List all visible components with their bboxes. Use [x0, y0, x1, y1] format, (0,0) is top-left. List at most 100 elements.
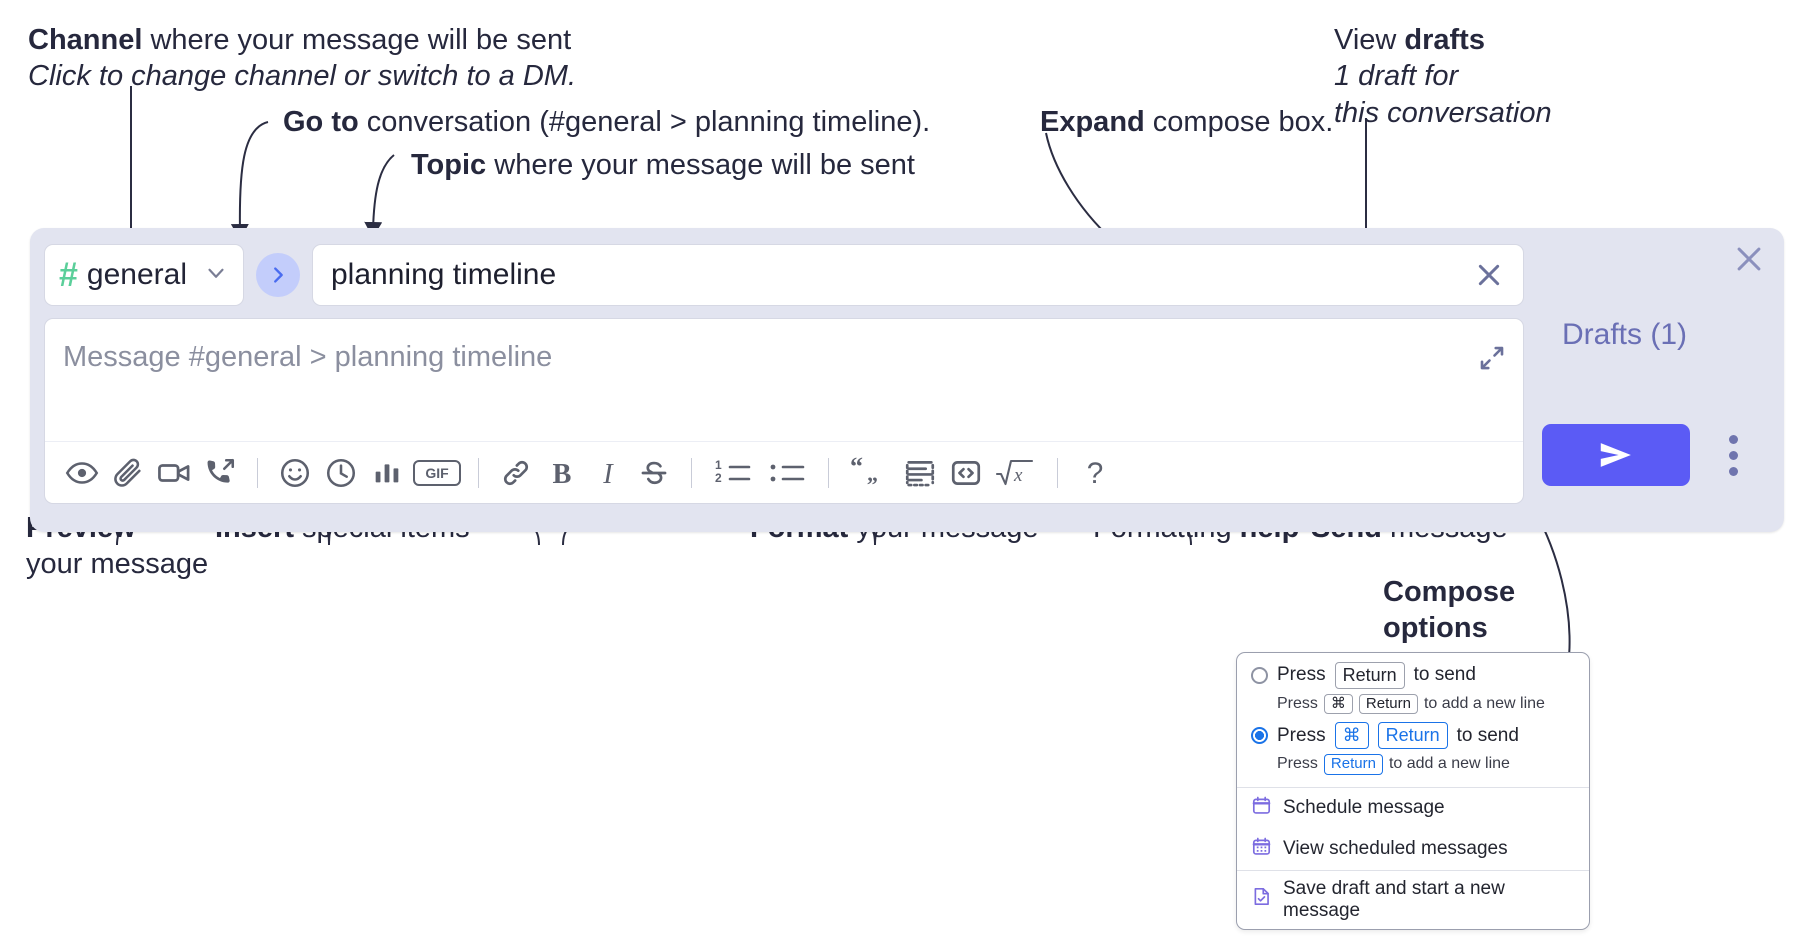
- menu-option1-press: Press: [1277, 664, 1326, 686]
- annotation-expand-rest: compose box.: [1144, 106, 1334, 138]
- menu-divider: [1237, 869, 1589, 871]
- menu-item-save-draft[interactable]: Save draft and start a new message: [1237, 871, 1589, 929]
- ordered-list-icon[interactable]: 1 2: [706, 450, 760, 496]
- annotation-compose-options-bold2: options: [1383, 612, 1488, 645]
- kebab-dot: [1728, 450, 1738, 460]
- message-placeholder: Message #general > planning timeline: [63, 341, 553, 373]
- radio-unselected[interactable]: [1251, 666, 1268, 684]
- menu-option2-subtext: Press Return to add a new line: [1277, 753, 1575, 775]
- draft-check-icon: [1251, 886, 1272, 913]
- bulleted-list-icon[interactable]: [760, 450, 814, 496]
- menu-option2-press: Press: [1277, 724, 1326, 746]
- topic-field[interactable]: planning timeline: [312, 244, 1524, 306]
- annotation-compose-options-bold1: Compose: [1383, 576, 1516, 608]
- toolbar-divider: [257, 457, 258, 488]
- svg-text:I: I: [602, 458, 614, 489]
- send-icon: [1600, 443, 1631, 467]
- channel-name: general: [86, 258, 187, 291]
- annotation-channel: Channel where your message will be sent …: [28, 24, 576, 93]
- clear-topic-icon[interactable]: [1469, 255, 1509, 295]
- menu-option2-sub-press: Press: [1277, 755, 1318, 773]
- annotation-topic-bold: Topic: [411, 149, 487, 181]
- compose-options-button[interactable]: [1716, 428, 1750, 482]
- gif-icon[interactable]: GIF: [410, 450, 464, 496]
- strikethrough-icon[interactable]: [631, 450, 677, 496]
- chevron-right-icon: [274, 267, 283, 283]
- annotation-channel-rest: where your message will be sent: [142, 24, 572, 56]
- bold-icon[interactable]: B: [539, 450, 585, 496]
- compose-options-menu: Press Return to send Press ⌘ Return to a…: [1236, 652, 1590, 930]
- blockquote-icon[interactable]: “ „: [843, 450, 897, 496]
- attachment-icon[interactable]: [105, 450, 151, 496]
- menu-option2-sub-tail: to add a new line: [1388, 755, 1510, 773]
- toolbar-divider: [828, 457, 829, 488]
- calendar-grid-icon: [1251, 836, 1272, 863]
- svg-text:„: „: [867, 461, 878, 486]
- annotation-goto-bold: Go to: [283, 106, 359, 138]
- menu-item-schedule-message[interactable]: Schedule message: [1237, 788, 1589, 829]
- hash-icon: #: [59, 256, 78, 294]
- italic-icon[interactable]: I: [585, 450, 631, 496]
- goto-conversation-button[interactable]: [256, 253, 300, 297]
- emoji-icon[interactable]: [272, 450, 318, 496]
- code-icon[interactable]: [943, 450, 989, 496]
- annotation-expand: Expand compose box.: [1040, 106, 1333, 138]
- annotation-drafts-italic2: this conversation: [1334, 96, 1552, 129]
- menu-option2-tail: to send: [1456, 724, 1519, 746]
- menu-divider: [1237, 786, 1589, 788]
- key-command: ⌘: [1334, 722, 1369, 749]
- radio-selected[interactable]: [1251, 727, 1268, 744]
- send-button[interactable]: [1542, 424, 1690, 486]
- formatting-toolbar: GIF B I: [45, 441, 1523, 503]
- poll-icon[interactable]: [364, 450, 410, 496]
- svg-text:x: x: [1013, 465, 1023, 486]
- toolbar-divider: [1057, 457, 1058, 488]
- preview-icon[interactable]: [59, 450, 105, 496]
- kebab-dot: [1728, 466, 1738, 476]
- close-icon[interactable]: [1732, 242, 1766, 281]
- channel-selector[interactable]: # general: [44, 244, 244, 306]
- help-glyph: ?: [1087, 456, 1104, 489]
- menu-option-return-to-send[interactable]: Press Return to send: [1251, 662, 1575, 689]
- svg-text:“: “: [850, 456, 863, 481]
- chevron-down-icon: [203, 260, 229, 291]
- menu-option1-tail: to send: [1413, 664, 1476, 686]
- call-icon[interactable]: [197, 450, 243, 496]
- svg-text:B: B: [553, 458, 572, 489]
- annotation-topic-rest: where your message will be sent: [486, 149, 915, 181]
- menu-item-label: Save draft and start a new message: [1283, 877, 1505, 921]
- annotation-preview-rest: your message: [26, 548, 209, 581]
- message-input-box[interactable]: Message #general > planning timeline: [44, 318, 1524, 504]
- math-icon[interactable]: x: [989, 450, 1043, 496]
- send-shortcut-options: Press Return to send Press ⌘ Return to a…: [1237, 653, 1589, 787]
- video-icon[interactable]: [151, 450, 197, 496]
- topic-value: planning timeline: [331, 258, 557, 291]
- formatting-help-icon[interactable]: ?: [1072, 450, 1118, 496]
- key-return: Return: [1377, 722, 1448, 749]
- annotation-channel-italic: Click to change channel or switch to a D…: [28, 60, 577, 93]
- compose-header-row: # general planning timeline: [44, 244, 1524, 306]
- clock-icon[interactable]: [318, 450, 364, 496]
- drafts-link[interactable]: Drafts (1): [1562, 318, 1688, 351]
- calendar-icon: [1251, 795, 1272, 822]
- menu-item-label: Schedule message: [1283, 797, 1445, 818]
- annotation-drafts-italic1: 1 draft for: [1334, 60, 1459, 93]
- menu-option1-subtext: Press ⌘ Return to add a new line: [1277, 693, 1575, 715]
- svg-text:GIF: GIF: [425, 465, 449, 481]
- toolbar-divider: [691, 457, 692, 488]
- annotation-drafts: View drafts 1 draft for this conversatio…: [1334, 24, 1552, 129]
- key-return: Return: [1323, 753, 1383, 775]
- menu-option-cmd-return-to-send[interactable]: Press ⌘ Return to send: [1251, 722, 1575, 749]
- svg-text:2: 2: [715, 471, 722, 485]
- annotation-channel-bold: Channel: [28, 24, 143, 56]
- menu-item-view-scheduled-messages[interactable]: View scheduled messages: [1237, 829, 1589, 870]
- expand-compose-icon[interactable]: [1477, 343, 1507, 378]
- compose-widget: Drafts (1) # general planning timeline: [30, 228, 1784, 532]
- svg-text:1: 1: [715, 458, 722, 472]
- link-icon[interactable]: [493, 450, 539, 496]
- key-return: Return: [1358, 693, 1418, 715]
- menu-item-label: View scheduled messages: [1283, 838, 1508, 859]
- code-block-icon[interactable]: [897, 450, 943, 496]
- menu-option1-sub-press: Press: [1277, 694, 1318, 712]
- toolbar-divider: [478, 457, 479, 488]
